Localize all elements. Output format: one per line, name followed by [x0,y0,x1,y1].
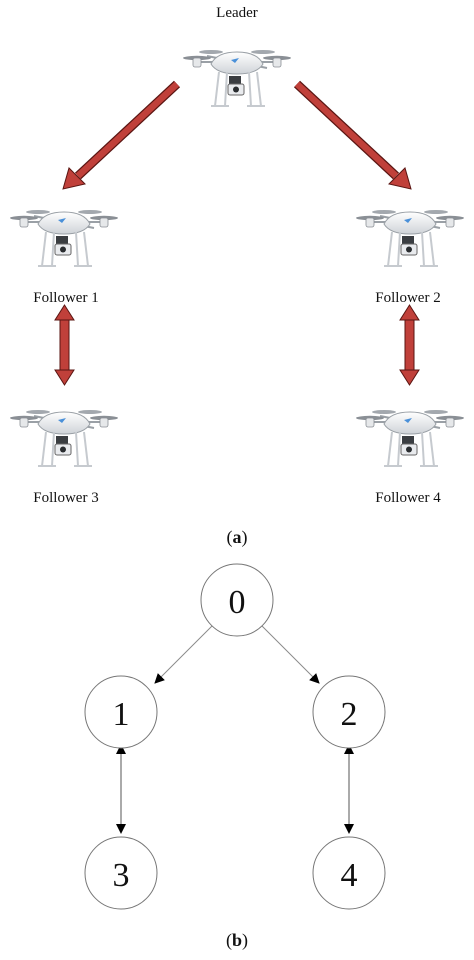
panel-b: 0 1 2 3 4 (b) [84,563,386,951]
edge-0-to-1 [154,623,215,684]
node-2: 2 [312,675,386,749]
leader-to-follower-1-arrow [62,80,181,190]
leader-drone-icon [182,49,292,107]
node-0: 0 [200,563,274,637]
node-1: 1 [84,675,158,749]
node-2-label: 2 [341,696,358,733]
panel-b-caption: (b) [226,930,248,951]
leader-label: Leader [216,5,258,21]
follower-2-4-double-arrow [399,304,420,386]
follower-4-drone-icon [355,409,465,467]
node-3: 3 [84,836,158,910]
follower-2-label: Follower 2 [375,290,440,306]
node-3-label: 3 [113,857,130,894]
node-4-label: 4 [341,857,358,894]
follower-2-drone-icon [355,209,465,267]
node-4: 4 [312,836,386,910]
follower-1-label: Follower 1 [33,290,98,306]
panel-a-caption: (a) [227,527,248,548]
follower-3-drone-icon [9,409,119,467]
follower-1-3-double-arrow [54,304,75,386]
follower-4-label: Follower 4 [375,490,441,506]
follower-3-label: Follower 3 [33,490,98,506]
node-0-label: 0 [229,584,246,621]
node-1-label: 1 [113,696,130,733]
edge-0-to-2 [259,623,320,684]
leader-to-follower-2-arrow [293,80,412,190]
panel-a: Leader Follower 1 Fo [9,5,465,548]
follower-1-drone-icon [9,209,119,267]
